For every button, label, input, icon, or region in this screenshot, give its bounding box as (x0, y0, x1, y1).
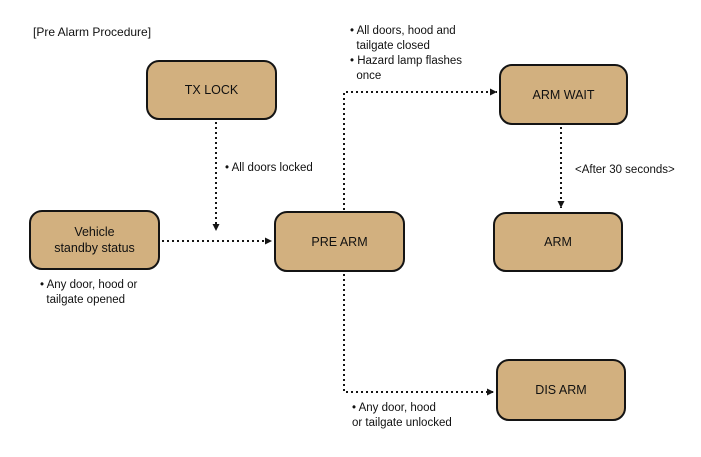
note-after-30-seconds: <After 30 seconds> (575, 164, 675, 176)
arrow-pre-arm-to-arm-wait (343, 88, 497, 210)
note-any-door-unlocked: • Any door, hood or tailgate unlocked (352, 402, 452, 429)
note-any-door-opened: • Any door, hood or tailgate opened (40, 279, 138, 306)
node-dis-arm: DIS ARM (496, 359, 626, 421)
node-vehicle-standby-status: Vehicle standby status (29, 210, 160, 270)
note-all-doors-locked: • All doors locked (225, 162, 313, 174)
node-pre-arm: PRE ARM (274, 211, 405, 272)
node-tx-lock: TX LOCK (146, 60, 277, 120)
node-arm-wait: ARM WAIT (499, 64, 628, 125)
arrow-pre-arm-to-dis-arm (343, 274, 494, 396)
note-arm-wait-conditions: • All doors, hood and tailgate closed • … (350, 25, 463, 82)
node-arm: ARM (493, 212, 623, 272)
diagram-title: [Pre Alarm Procedure] (33, 25, 152, 39)
